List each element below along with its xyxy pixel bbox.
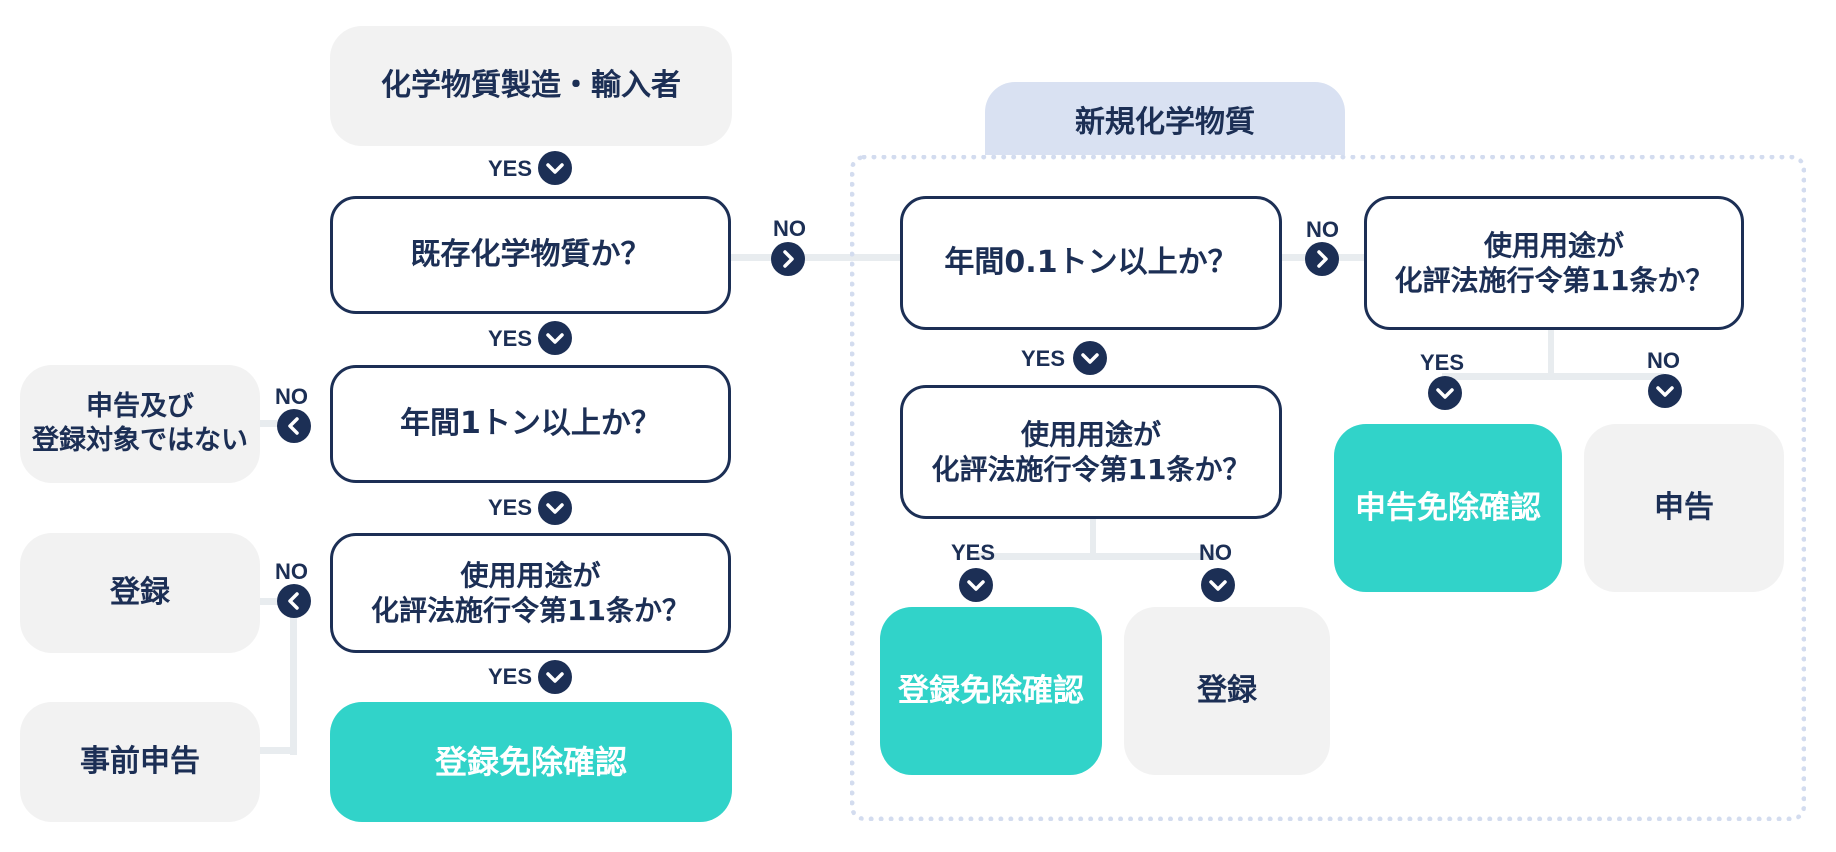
annual-1-ton-question: 年間1トン以上か？: [330, 365, 731, 483]
new-substance-group-frame: [850, 155, 1806, 821]
no-label: NO: [1199, 540, 1232, 565]
connector-line: [290, 600, 297, 755]
usage-article-11-question: 使用用途が 化評法施行令第11条か？: [330, 533, 731, 653]
no-label: NO: [275, 384, 308, 409]
connector-line: [730, 254, 900, 261]
registration-exemption-node-2: 登録免除確認: [880, 607, 1102, 775]
yes-label: YES: [488, 326, 533, 351]
no-label: NO: [1647, 348, 1680, 373]
not-subject-node: 申告及び 登録対象ではない: [20, 365, 260, 483]
yes-label: YES: [488, 495, 533, 520]
chevron-down-icon: [538, 491, 572, 525]
prior-declaration-node: 事前申告: [20, 702, 260, 822]
annual-0-1-ton-question: 年間0.1トン以上か？: [900, 196, 1282, 330]
chevron-down-icon: [959, 568, 993, 602]
chevron-down-icon: [1201, 568, 1235, 602]
chevron-down-icon: [1428, 376, 1462, 410]
yes-label: YES: [488, 156, 533, 181]
declaration-exemption-node: 申告免除確認: [1334, 424, 1562, 592]
no-label: NO: [1306, 217, 1339, 242]
usage-article-11-question-2: 使用用途が 化評法施行令第11条か？: [1364, 196, 1744, 330]
chevron-right-icon: [1305, 242, 1339, 276]
chevron-left-icon: [277, 409, 311, 443]
yes-label: YES: [951, 540, 996, 565]
connector-line: [976, 553, 1218, 560]
yes-label: YES: [488, 664, 533, 689]
chevron-down-icon: [1648, 374, 1682, 408]
no-label: NO: [275, 559, 308, 584]
declaration-node: 申告: [1584, 424, 1784, 592]
registration-exemption-node: 登録免除確認: [330, 702, 732, 822]
registration-node: 登録: [20, 533, 260, 653]
manufacturer-importer-node: 化学物質製造・輸入者: [330, 26, 732, 146]
yes-label: YES: [1420, 350, 1465, 375]
registration-node-2: 登録: [1124, 607, 1330, 775]
chevron-right-icon: [771, 242, 805, 276]
existing-substance-question: 既存化学物質か？: [330, 196, 731, 314]
connector-line: [1548, 330, 1554, 376]
connector-line: [260, 747, 296, 754]
new-substance-group-label: 新規化学物質: [985, 82, 1345, 155]
connector-line: [1090, 515, 1096, 555]
chevron-down-icon: [538, 321, 572, 355]
connector-line: [1442, 373, 1664, 380]
no-label: NO: [773, 216, 806, 241]
chevron-down-icon: [538, 660, 572, 694]
chevron-left-icon: [277, 584, 311, 618]
usage-article-11-question-1: 使用用途が 化評法施行令第11条か？: [900, 385, 1282, 519]
chevron-down-icon: [1073, 341, 1107, 375]
chevron-down-icon: [538, 151, 572, 185]
yes-label: YES: [1021, 346, 1066, 371]
